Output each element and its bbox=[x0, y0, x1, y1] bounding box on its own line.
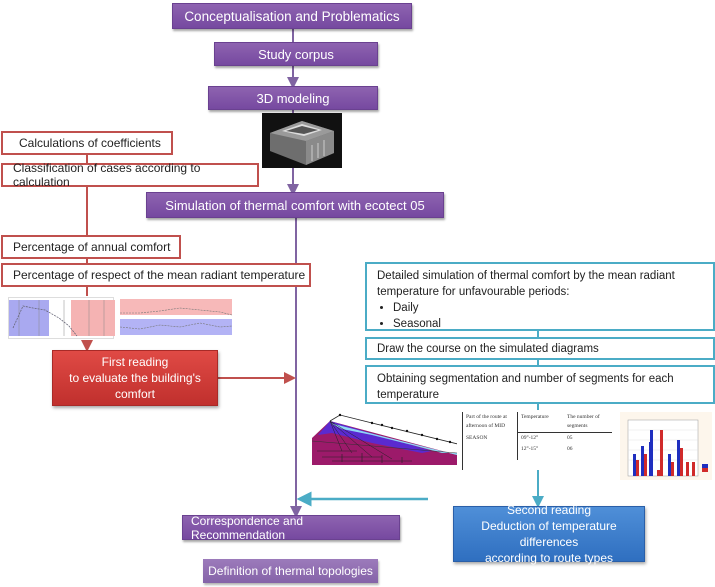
mrt-chart-thumbnail bbox=[120, 297, 232, 339]
detailed-simulation-box: Detailed simulation of thermal comfort b… bbox=[365, 262, 715, 331]
second-reading-line-1: Second reading bbox=[506, 503, 592, 517]
study-corpus-label: Study corpus bbox=[258, 46, 334, 62]
table-row: 12°-15° 06 bbox=[463, 444, 612, 460]
modeling-box: 3D modeling bbox=[208, 86, 378, 110]
mrt-respect-box: Percentage of respect of the mean radian… bbox=[1, 263, 311, 287]
table-header-route: Part of the route at afternoon of MID bbox=[463, 412, 518, 433]
simulation-label: Simulation of thermal comfort with ecote… bbox=[165, 197, 425, 213]
second-reading-line-2: Deduction of temperature differences bbox=[481, 519, 617, 549]
conceptualisation-box: Conceptualisation and Problematics bbox=[172, 3, 412, 29]
segments-table: Part of the route at afternoon of MID Te… bbox=[462, 412, 612, 470]
temperature-segments-bar-chart-thumbnail bbox=[620, 412, 712, 480]
detailed-simulation-label: Detailed simulation of thermal comfort b… bbox=[377, 270, 675, 298]
table-header-temperature: Temperature bbox=[521, 414, 549, 420]
study-corpus-box: Study corpus bbox=[214, 42, 378, 66]
table-row: SEASON 09°-12° 05 bbox=[463, 432, 612, 444]
draw-course-box: Draw the course on the simulated diagram… bbox=[365, 337, 715, 360]
table-cell-temperature: 09°-12° bbox=[517, 432, 564, 444]
definition-box: Definition of thermal topologies bbox=[203, 559, 378, 583]
table-season-label: SEASON bbox=[463, 432, 518, 444]
draw-course-label: Draw the course on the simulated diagram… bbox=[377, 342, 599, 355]
table-cell-segments: 06 bbox=[567, 446, 573, 452]
first-reading-box: First reading to evaluate the building's… bbox=[52, 350, 218, 406]
conceptualisation-label: Conceptualisation and Problematics bbox=[184, 8, 400, 24]
table-cell-temperature: 12°-15° bbox=[521, 446, 539, 452]
annual-comfort-chart-thumbnail bbox=[8, 297, 115, 339]
definition-label: Definition of thermal topologies bbox=[208, 564, 373, 578]
annual-comfort-box: Percentage of annual comfort bbox=[1, 235, 181, 259]
correspondence-box: Correspondence and Recommendation bbox=[182, 513, 400, 542]
first-reading-line-2: to evaluate the building's bbox=[69, 371, 201, 385]
modeling-label: 3D modeling bbox=[256, 90, 330, 106]
calculations-box: Calculations of coefficients bbox=[1, 131, 173, 155]
second-reading-line-3: according to route types bbox=[484, 551, 614, 565]
first-reading-line-1: First reading bbox=[101, 355, 169, 369]
table-cell-segments: 05 bbox=[564, 432, 612, 444]
correspondence-label: Correspondence and Recommendation bbox=[191, 513, 304, 542]
classification-box: Classification of cases according to cal… bbox=[1, 161, 259, 189]
second-reading-box: Second reading Deduction of temperature … bbox=[453, 503, 645, 565]
route-segmentation-diagram bbox=[312, 413, 457, 465]
table-header-row: Part of the route at afternoon of MID Te… bbox=[463, 412, 612, 433]
classification-label: Classification of cases according to cal… bbox=[13, 161, 201, 189]
calculations-label: Calculations of coefficients bbox=[19, 136, 161, 150]
annual-comfort-label: Percentage of annual comfort bbox=[13, 240, 171, 254]
building-3d-model-image bbox=[262, 113, 342, 168]
first-reading-line-3: comfort bbox=[114, 387, 155, 401]
mrt-respect-label: Percentage of respect of the mean radian… bbox=[13, 268, 306, 282]
period-daily: Daily bbox=[393, 300, 703, 316]
segmentation-label: Obtaining segmentation and number of seg… bbox=[377, 373, 674, 401]
table-header-segments: The number of segments bbox=[567, 414, 600, 429]
segmentation-box: Obtaining segmentation and number of seg… bbox=[365, 365, 715, 404]
simulation-box: Simulation of thermal comfort with ecote… bbox=[146, 192, 444, 218]
period-seasonal: Seasonal bbox=[393, 316, 703, 332]
